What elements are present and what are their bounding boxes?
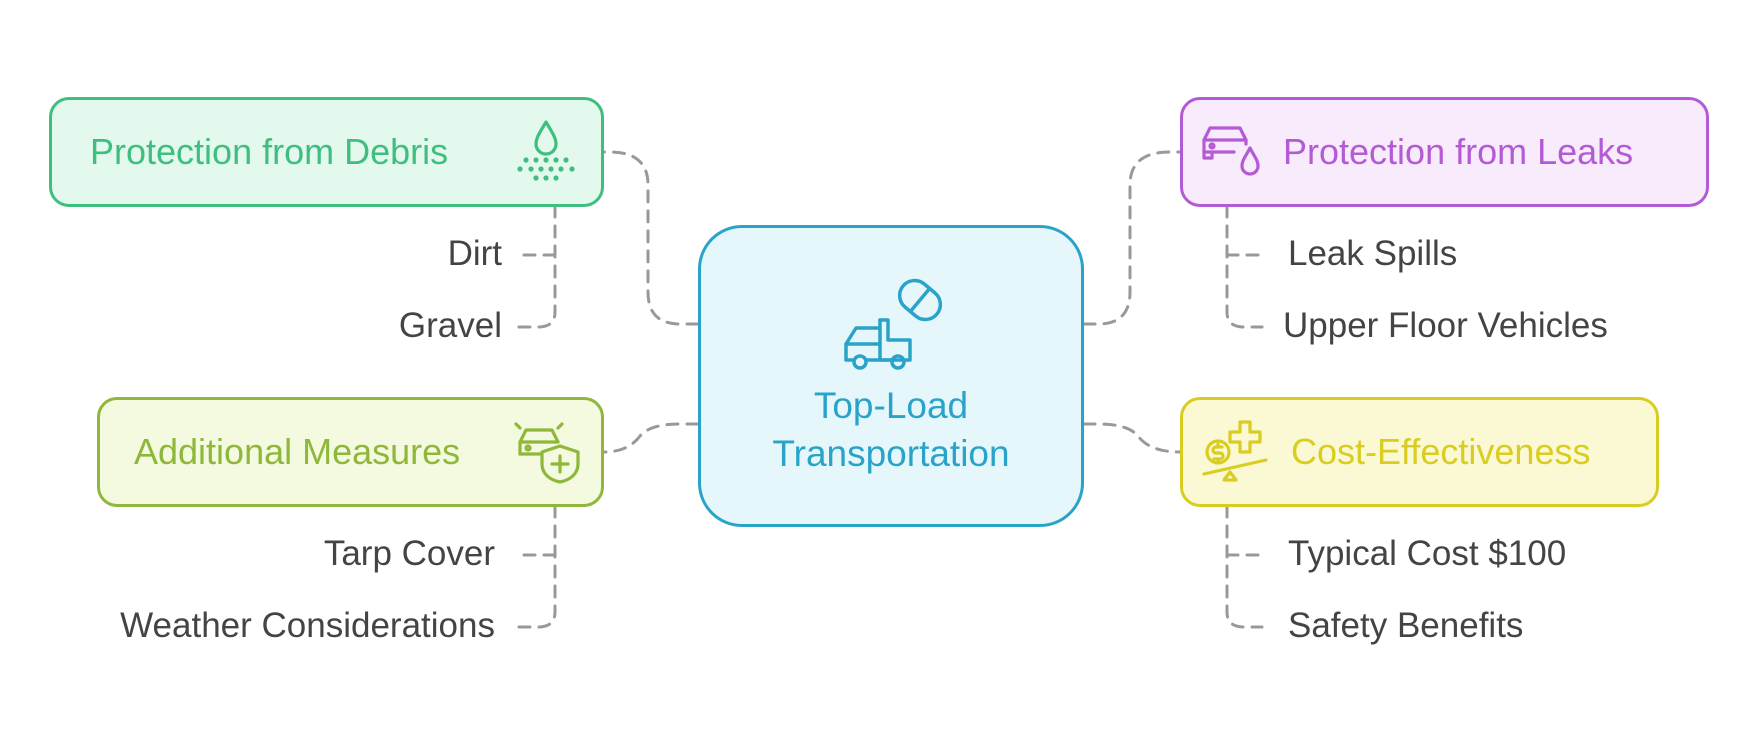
cost-item-safety: Safety Benefits	[1288, 606, 1524, 645]
debris-item-gravel: Gravel	[398, 306, 502, 345]
connector-cost-trunk	[1225, 504, 1264, 629]
center-title-line2: Transportation	[772, 433, 1010, 474]
measures-item-weather: Weather Considerations	[120, 606, 495, 645]
connector-center-measures	[602, 422, 700, 454]
center-title: Top-Load Transportation	[698, 382, 1084, 478]
car-leak-icon	[1202, 126, 1260, 176]
debris-item-dirt: Dirt	[447, 234, 502, 273]
branch-debris-title: Protection from Debris	[90, 131, 449, 172]
connector-center-cost	[1082, 422, 1182, 454]
cost-item-typical: Typical Cost $100	[1288, 534, 1567, 573]
connector-leaks-trunk	[1225, 204, 1264, 329]
center-title-line1: Top-Load	[813, 385, 969, 426]
branch-leaks-node: Protection from Leaks	[1180, 97, 1709, 207]
car-shield-icon	[514, 422, 580, 484]
connector-center-leaks	[1082, 150, 1182, 326]
leaks-item-upper-floor: Upper Floor Vehicles	[1283, 306, 1608, 345]
connector-debris-trunk	[516, 204, 557, 329]
branch-leaks-title: Protection from Leaks	[1283, 131, 1634, 172]
scale-coin-plus-icon	[1202, 420, 1268, 482]
branch-measures-title: Additional Measures	[134, 431, 461, 472]
connector-center-debris	[602, 150, 700, 326]
branch-cost-title: Cost-Effectiveness	[1291, 431, 1591, 472]
truck-pill-icon	[844, 278, 943, 370]
center-node	[698, 225, 1084, 527]
leaks-item-spills: Leak Spills	[1288, 234, 1458, 273]
branch-cost-node: Cost-Effectiveness	[1180, 397, 1659, 507]
branch-debris-node: Protection from Debris	[49, 97, 604, 207]
droplet-spray-icon	[517, 120, 575, 181]
measures-item-tarp: Tarp Cover	[323, 534, 495, 573]
connector-measures-trunk	[516, 504, 557, 629]
